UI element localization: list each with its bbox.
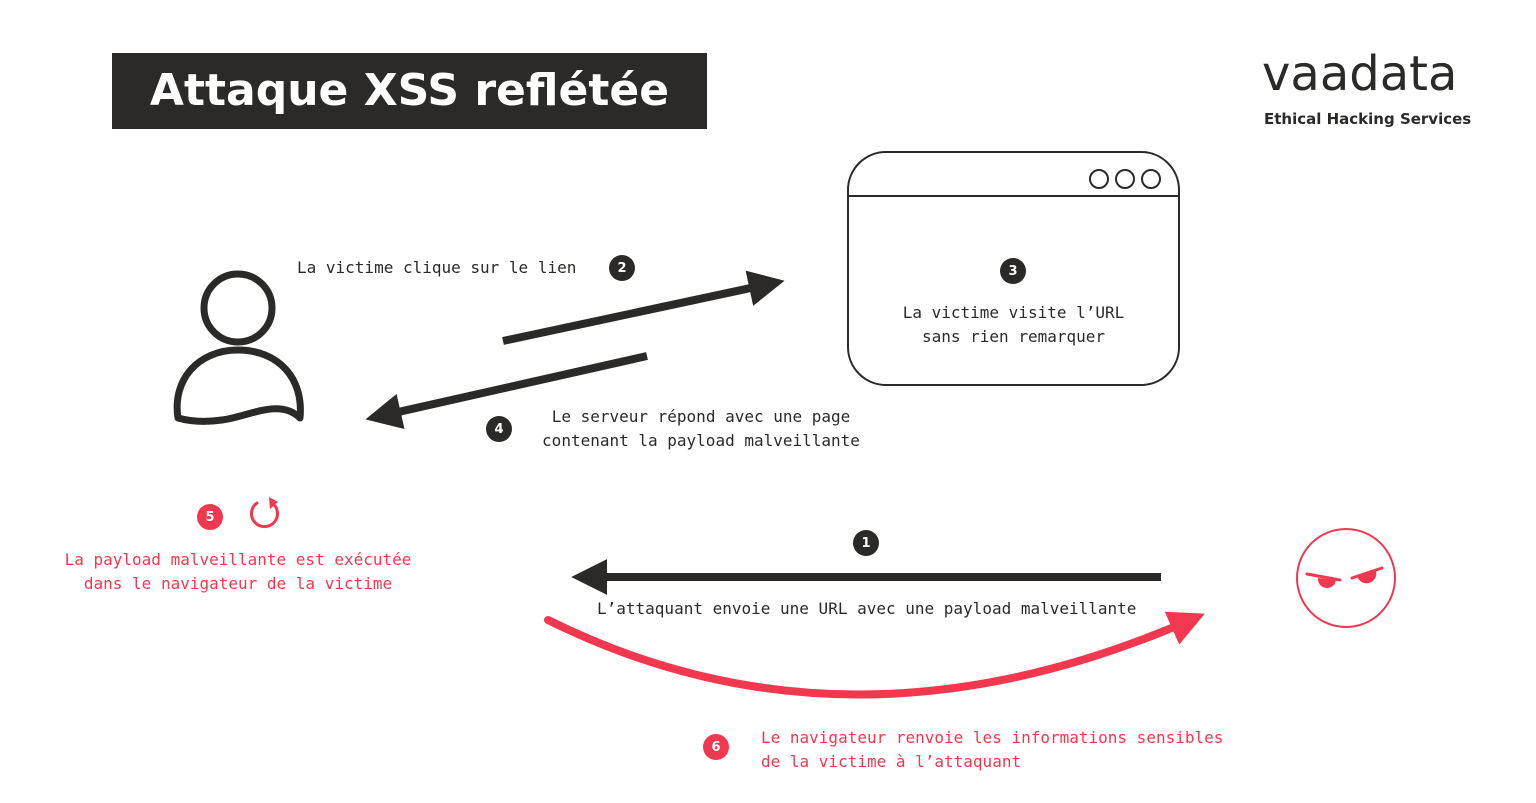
title-banner: Attaque XSS reflétée (112, 53, 707, 129)
arrow-step-4 (365, 352, 648, 430)
browser-window-icon (847, 151, 1180, 386)
step-3-label: La victime visite l’URL sans rien remarq… (902, 303, 1125, 346)
step-6-badge: 6 (703, 734, 729, 760)
refresh-icon (250, 497, 279, 529)
step-5-label: La payload malveillante est exécutée dan… (64, 550, 412, 593)
page-title: Attaque XSS reflétée (149, 65, 670, 116)
step-2-badge: 2 (609, 255, 635, 281)
logo: vaadata (1262, 46, 1458, 102)
step-4-label: Le serveur répond avec une page contenan… (542, 407, 860, 450)
arrow-step-2 (502, 270, 785, 345)
step-5-badge: 5 (197, 504, 223, 530)
arrow-step-6 (544, 611, 1205, 699)
step-1-label: L’attaquant envoie une URL avec une payl… (597, 599, 1137, 618)
angry-face-icon (1296, 528, 1396, 628)
step-3-badge: 3 (1000, 258, 1026, 284)
logo-tagline: Ethical Hacking Services (1264, 110, 1472, 128)
person-icon (173, 270, 304, 425)
step-2-label: La victime clique sur le lien (297, 258, 577, 277)
step-4-badge: 4 (486, 416, 512, 442)
step-6-label: Le navigateur renvoie les informations s… (761, 728, 1224, 771)
step-1-badge: 1 (853, 530, 879, 556)
